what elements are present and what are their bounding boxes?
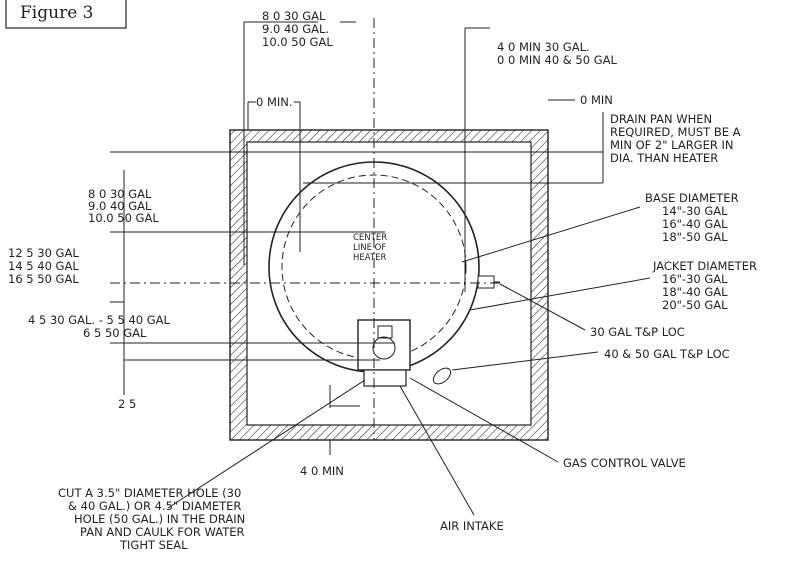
tp-loc-30-label: 30 GAL T&P LOC	[590, 325, 685, 339]
jacket-diameter-line-4: 20"-50 GAL	[662, 298, 728, 312]
center-line-label-1: CENTER	[353, 233, 387, 243]
base-diameter-line-1: BASE DIAMETER	[645, 191, 739, 205]
left-dim-c-line-1: 4 5 30 GAL. - 5 5 40 GAL	[28, 313, 171, 327]
figure-title-box	[5, 0, 127, 29]
labels: 8 0 30 GAL 9.0 40 GAL. 10.0 50 GAL 0 MIN…	[8, 9, 757, 552]
valve-base	[363, 369, 407, 387]
drain-pan-note-line-2: REQUIRED, MUST BE A	[610, 125, 741, 139]
tp-fitting-40-50	[432, 367, 452, 385]
enclosure	[229, 129, 549, 441]
jacket-diameter-line-3: 18"-40 GAL	[662, 285, 728, 299]
left-dim-a-line-3: 10.0 50 GAL	[88, 211, 159, 225]
tp-loc-40-50-label: 40 & 50 GAL T&P LOC	[604, 347, 730, 361]
left-dim-d: 2 5	[118, 397, 136, 411]
base-diameter-line-2: 14"-30 GAL	[662, 204, 728, 218]
jacket-diameter-line-2: 16"-30 GAL	[662, 272, 728, 286]
top-right-dim-line-2: 0 0 MIN 40 & 50 GAL	[497, 53, 617, 67]
top-center-dim-line-1: 8 0 30 GAL	[262, 9, 326, 23]
left-dim-a-line-2: 9.0 40 GAL	[88, 199, 152, 213]
figure-title: Figure 3	[20, 3, 93, 23]
base-diameter-line-3: 16"-40 GAL	[662, 217, 728, 231]
left-dim-a-line-1: 8 0 30 GAL	[88, 187, 152, 201]
center-lines	[110, 18, 500, 440]
top-center-dim-line-3: 10.0 50 GAL	[262, 35, 333, 49]
cut-hole-note-line-1: CUT A 3.5" DIAMETER HOLE (30	[58, 486, 241, 500]
air-intake-label: AIR INTAKE	[440, 519, 504, 533]
jacket-diameter-line-1: JACKET DIAMETER	[652, 259, 757, 273]
cut-hole-note-line-2: & 40 GAL.) OR 4.5" DIAMETER	[68, 499, 241, 513]
bottom-min-label: 4 0 MIN	[300, 464, 344, 478]
center-line-label-2: LINE OF	[353, 243, 386, 253]
top-center-dim-line-2: 9.0 40 GAL.	[262, 22, 329, 36]
center-line-label-3: HEATER	[353, 253, 386, 263]
tp-fitting-30	[477, 275, 500, 289]
cut-hole-note-line-3: HOLE (50 GAL.) IN THE DRAIN	[74, 512, 245, 526]
drain-pan-note-line-4: DIA. THAN HEATER	[610, 151, 718, 165]
valve-dial	[372, 336, 396, 360]
left-dim-b-line-1: 12 5 30 GAL	[8, 246, 79, 260]
cut-hole-note-line-4: PAN AND CAULK FOR WATER	[80, 525, 245, 539]
left-dim-b-line-2: 14 5 40 GAL	[8, 259, 79, 273]
gas-control-valve-box	[357, 319, 411, 371]
zero-min-left-label: 0 MIN.	[256, 95, 293, 109]
left-dim-b-line-3: 16 5 50 GAL	[8, 272, 79, 286]
top-right-dim-line-1: 4 0 MIN 30 GAL.	[497, 40, 590, 54]
drain-pan-note-line-1: DRAIN PAN WHEN	[610, 112, 712, 126]
cut-hole-note-line-5: TIGHT SEAL	[119, 538, 188, 552]
dimension-lines	[110, 21, 651, 516]
gas-control-valve-label: GAS CONTROL VALVE	[563, 456, 686, 470]
base-diameter-line-4: 18"-50 GAL	[662, 230, 728, 244]
left-dim-c-line-2: 6 5 50 GAL	[83, 326, 147, 340]
drain-pan-note-line-3: MIN OF 2" LARGER IN	[610, 138, 734, 152]
valve-knob-square	[377, 325, 393, 339]
zero-min-right-label: 0 MIN	[580, 93, 613, 107]
